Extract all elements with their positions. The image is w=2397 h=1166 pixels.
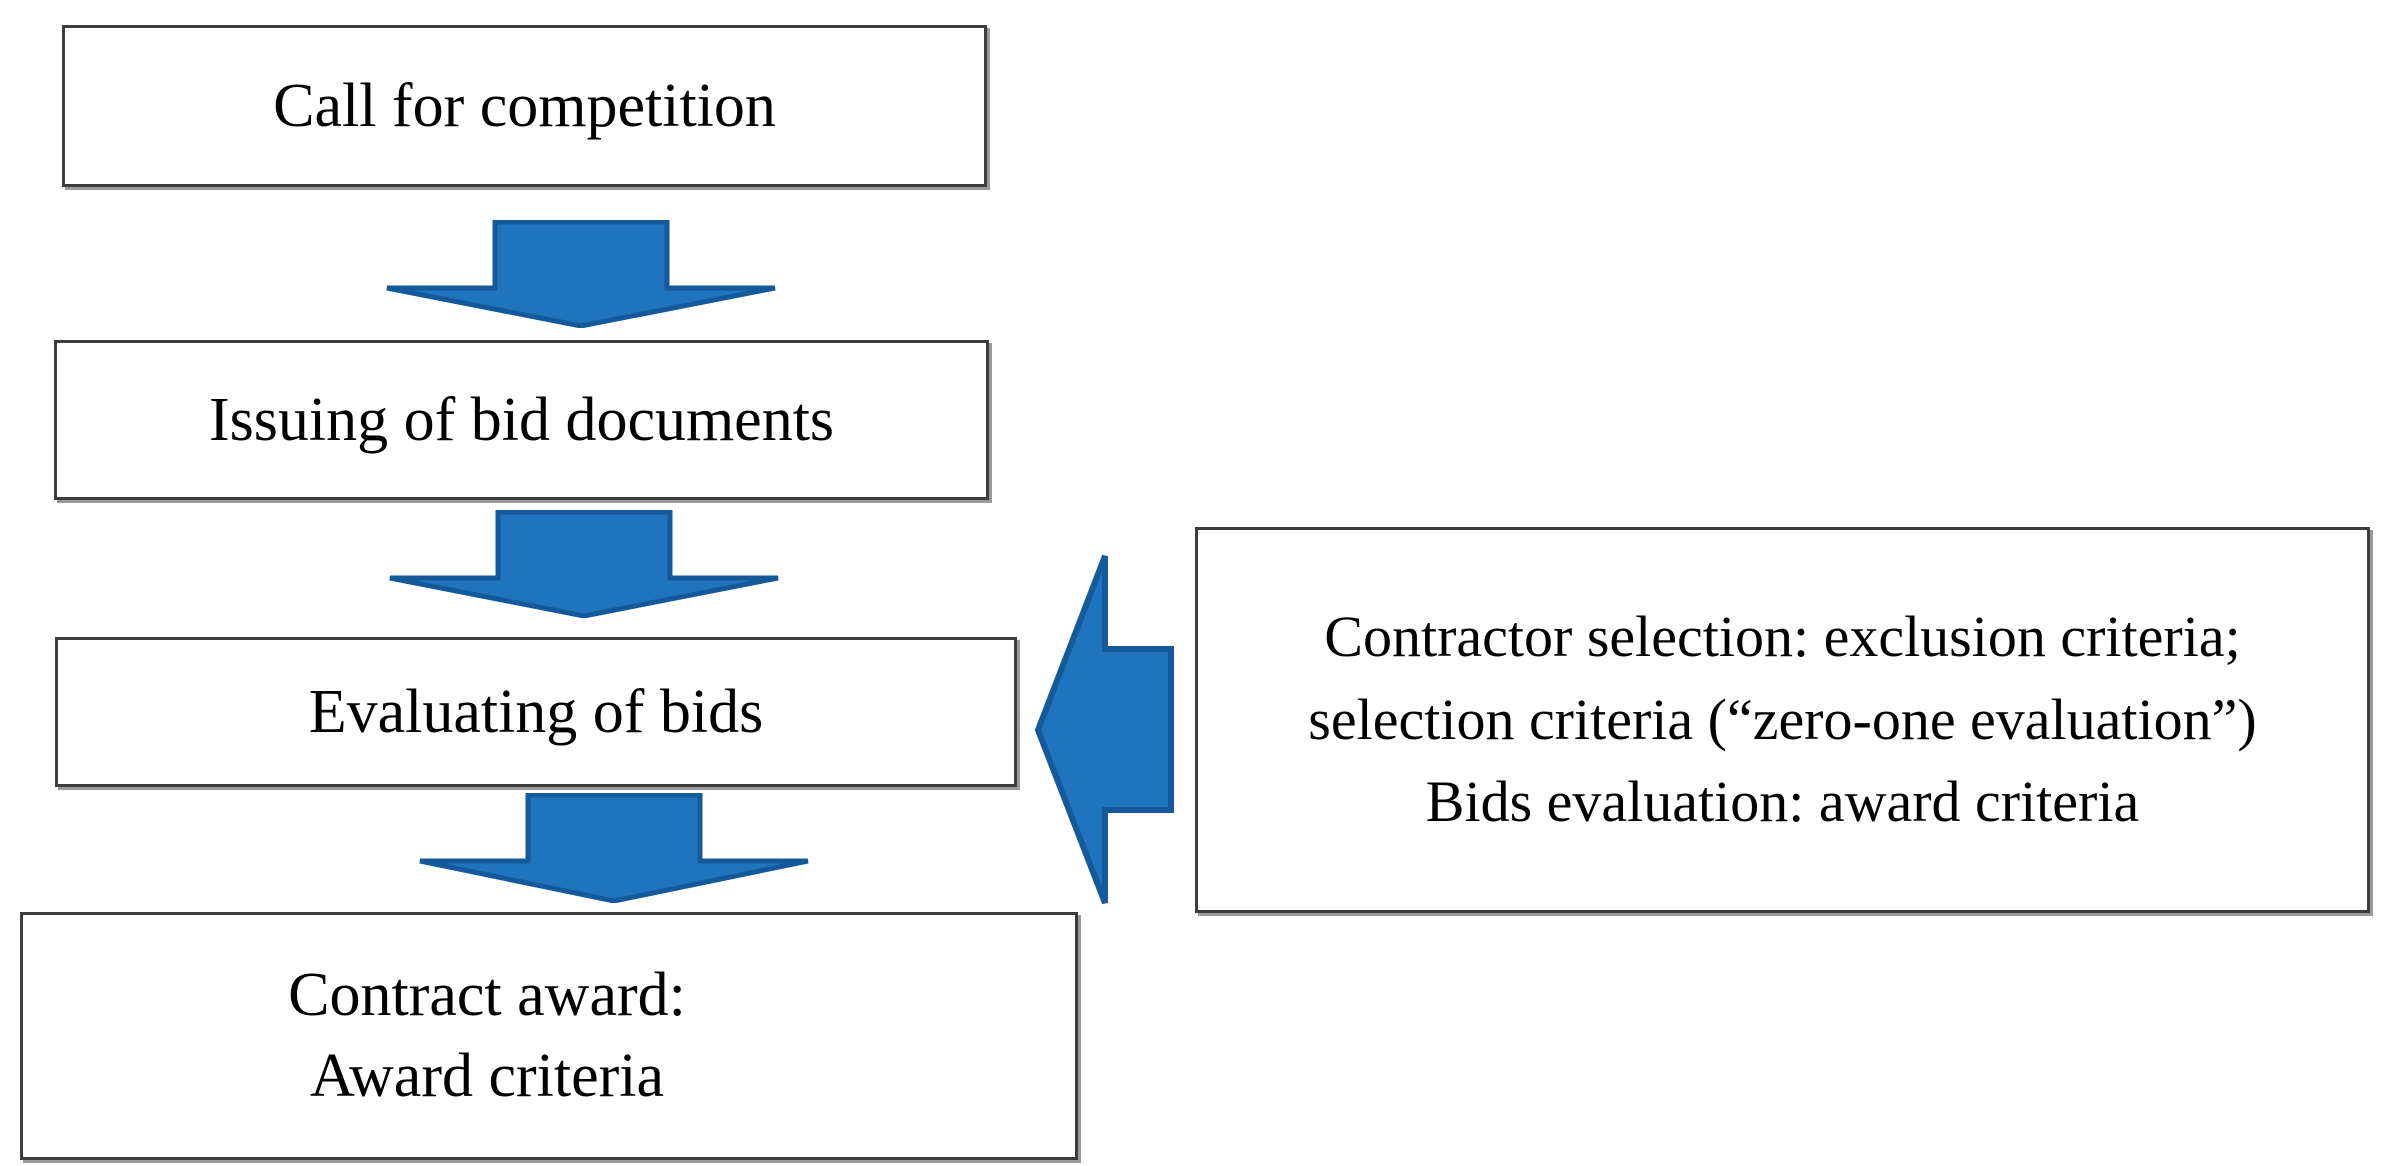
- arrow-criteria-to-evaluating-icon: [1034, 554, 1174, 905]
- node-evaluating-bids-label: Evaluating of bids: [308, 677, 764, 746]
- node-contract-award[interactable]: Contract award: Award criteria: [20, 912, 1078, 1160]
- arrow-evaluating-to-award-icon: [419, 793, 809, 903]
- node-issuing-bid-documents[interactable]: Issuing of bid documents: [54, 340, 989, 500]
- node-criteria-note[interactable]: Contractor selection: exclusion criteria…: [1195, 527, 2370, 913]
- node-issuing-bid-documents-label: Issuing of bid documents: [208, 385, 835, 454]
- node-criteria-note-label: Contractor selection: exclusion criteria…: [1308, 604, 2257, 835]
- node-call-for-competition-label: Call for competition: [273, 71, 776, 140]
- arrow-call-to-issuing-icon: [386, 220, 776, 328]
- node-evaluating-bids[interactable]: Evaluating of bids: [55, 637, 1017, 787]
- node-contract-award-label: Contract award: Award criteria: [288, 961, 686, 1110]
- arrow-issuing-to-evaluating-icon: [389, 510, 779, 618]
- node-call-for-competition[interactable]: Call for competition: [62, 25, 987, 187]
